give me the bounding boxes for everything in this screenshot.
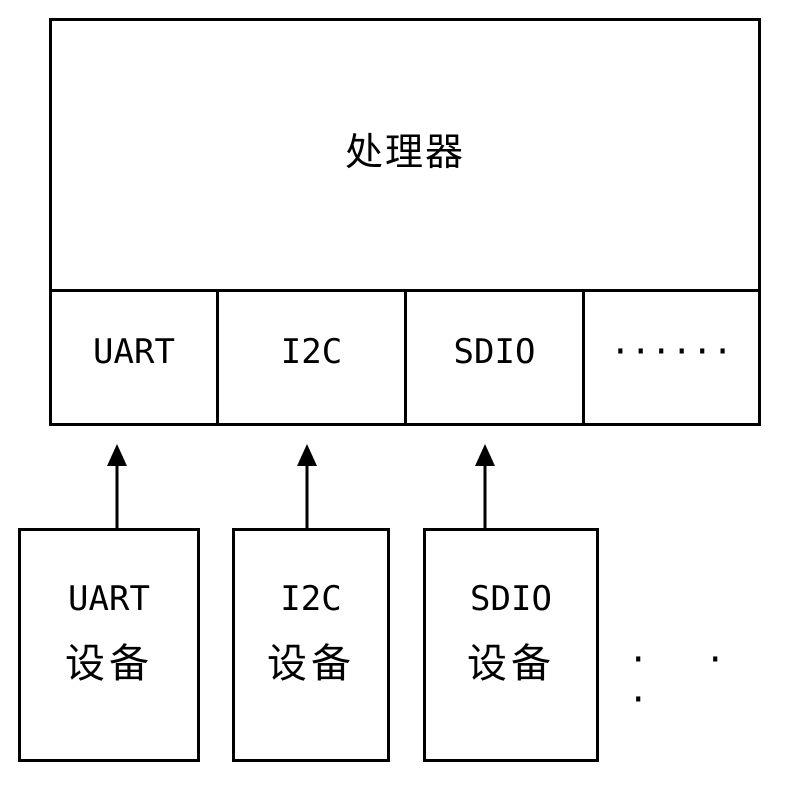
- interface-uart: UART: [52, 292, 216, 423]
- arrow-uart: [107, 444, 127, 528]
- processor-block: 处理器 UART I2C SDIO ······: [49, 18, 761, 426]
- arrow-i2c: [297, 444, 317, 528]
- more-devices-ellipsis: · · ·: [628, 640, 793, 720]
- arrow-sdio: [475, 444, 495, 528]
- device-uart: UART 设备: [18, 528, 200, 762]
- device-i2c-name: I2C: [280, 577, 341, 621]
- device-sdio-name: SDIO: [470, 577, 552, 621]
- interface-row: UART I2C SDIO ······: [52, 289, 758, 423]
- device-uart-label: 设备: [65, 637, 153, 691]
- processor-title: 处理器: [52, 121, 758, 176]
- interface-i2c: I2C: [216, 292, 404, 423]
- device-i2c-label: 设备: [267, 637, 355, 691]
- device-sdio-label: 设备: [467, 637, 555, 691]
- device-i2c: I2C 设备: [232, 528, 390, 762]
- device-uart-name: UART: [68, 577, 150, 621]
- interface-sdio: SDIO: [404, 292, 582, 423]
- interface-more: ······: [582, 292, 758, 423]
- device-sdio: SDIO 设备: [423, 528, 599, 762]
